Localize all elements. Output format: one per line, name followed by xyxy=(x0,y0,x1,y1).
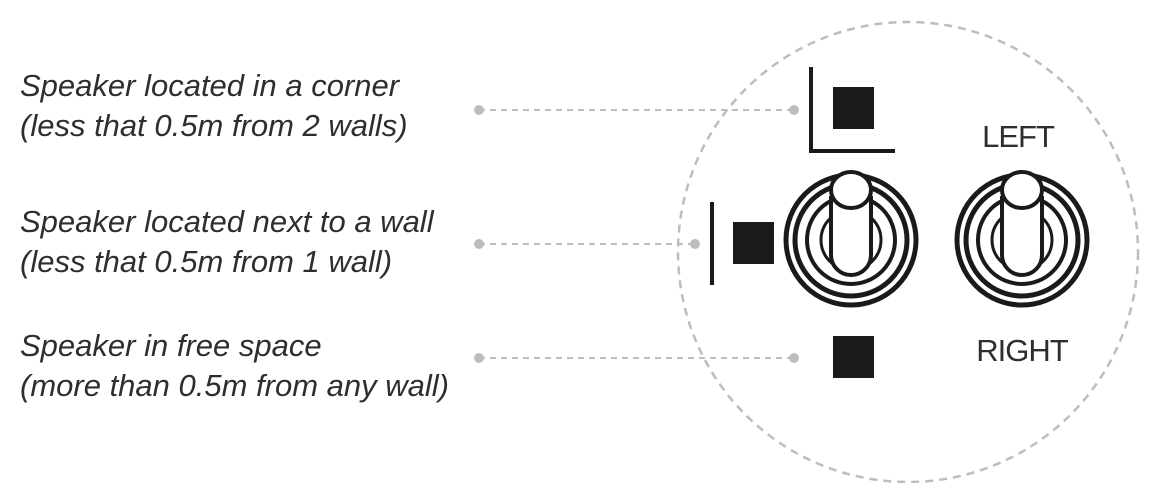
option-free-detail: (more than 0.5m from any wall) xyxy=(20,368,449,403)
option-free-caption: Speaker in free space (more than 0.5m fr… xyxy=(20,326,449,406)
option-wall-title: Speaker located next to a wall xyxy=(20,204,434,239)
option-corner-caption: Speaker located in a corner (less that 0… xyxy=(20,66,408,146)
switch-label-right: RIGHT xyxy=(976,333,1068,368)
leader-line-corner xyxy=(474,105,799,115)
option-free-title: Speaker in free space xyxy=(20,328,322,363)
leader-line-wall xyxy=(474,239,700,249)
wall-position-icon xyxy=(710,202,774,285)
detail-circle xyxy=(676,20,1140,483)
option-wall-detail: (less that 0.5m from 1 wall) xyxy=(20,244,393,279)
option-corner-title: Speaker located in a corner xyxy=(20,68,400,103)
option-wall-caption: Speaker located next to a wall (less tha… xyxy=(20,202,434,282)
switch-label-left: LEFT xyxy=(982,119,1055,154)
leader-line-free xyxy=(474,353,799,363)
free-space-position-icon xyxy=(833,336,874,378)
position-toggle-switch[interactable] xyxy=(783,170,919,308)
corner-position-icon xyxy=(809,67,895,153)
option-corner-detail: (less that 0.5m from 2 walls) xyxy=(20,108,408,143)
channel-toggle-switch[interactable] xyxy=(954,170,1090,308)
